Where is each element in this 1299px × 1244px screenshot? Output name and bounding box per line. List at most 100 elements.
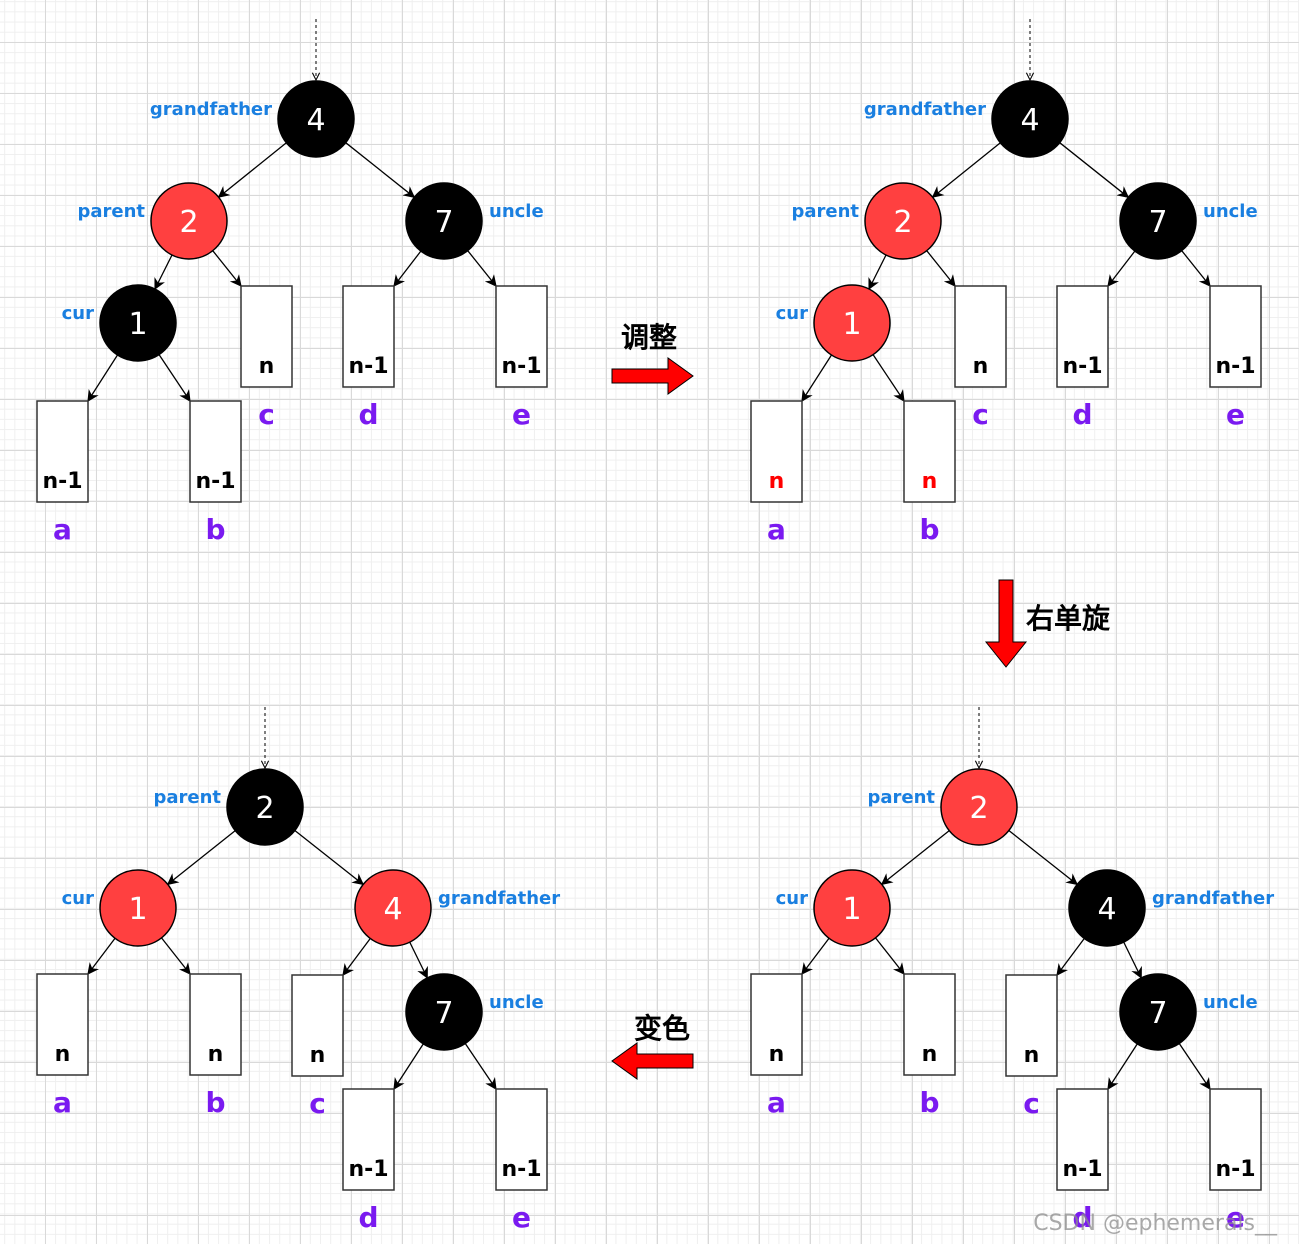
tree-node-7: 7 uncle — [1119, 182, 1258, 260]
subtree-box-d: n-1 d — [1056, 1088, 1109, 1234]
subtree-name-label: e — [1226, 1201, 1245, 1234]
node-value: 7 — [1148, 996, 1167, 1031]
tree-edge — [409, 941, 428, 979]
step-adjust: 调整 — [611, 321, 694, 395]
subtree-name-label: b — [205, 1086, 225, 1119]
role-label-cur: cur — [776, 303, 808, 324]
subtree-name-label: d — [1072, 1201, 1092, 1234]
tree-edge — [868, 254, 887, 291]
arrow-left-icon — [611, 1042, 694, 1080]
tree-edge — [87, 354, 119, 402]
subtree-box-a: na — [750, 973, 803, 1119]
tree-edge — [872, 354, 905, 402]
subtree-box-a: n-1a — [36, 400, 89, 546]
subtree-name-label: a — [53, 513, 72, 546]
black-node-circle — [226, 768, 304, 846]
role-label-parent: parent — [791, 201, 859, 222]
node-value: 2 — [893, 205, 912, 240]
tree-edge — [464, 1043, 497, 1090]
subtree-box-d: n-1d — [342, 285, 395, 431]
node-value: 7 — [434, 205, 453, 240]
node-value: 4 — [383, 892, 402, 927]
step-label: 变色 — [634, 1012, 690, 1045]
black-node-circle — [405, 973, 483, 1051]
tree-edge — [87, 937, 116, 975]
subtree-height-label: n — [922, 1042, 938, 1067]
black-node-circle — [991, 80, 1069, 158]
red-node-circle — [99, 869, 177, 947]
role-label-grandfather: grandfather — [438, 888, 560, 909]
tree-edge — [880, 830, 950, 886]
role-label-parent: parent — [153, 787, 221, 808]
tree-edge — [161, 937, 191, 975]
tree-edge — [393, 250, 422, 287]
tree-edge — [1181, 250, 1211, 287]
subtree-height-label: n — [769, 1042, 785, 1067]
tree-edge — [217, 142, 287, 198]
subtree-box-e: n-1 e — [1209, 1088, 1262, 1234]
subtree-box-e: n-1 e — [1209, 285, 1262, 431]
subtree-box-c: nc — [954, 285, 1007, 431]
subtree-box-d: n-1 d — [342, 1088, 395, 1234]
subtree-height-label: n-1 — [348, 1157, 388, 1182]
red-node-circle — [813, 284, 891, 362]
subtree-height-label: n-1 — [1062, 1157, 1102, 1182]
role-label-cur: cur — [62, 888, 94, 909]
tree-edge — [926, 250, 956, 287]
subtree-name-label: b — [919, 1086, 939, 1119]
node-value: 7 — [434, 996, 453, 1031]
subtree-box-a: na — [36, 973, 89, 1119]
step-recolor: 变色 — [611, 1012, 694, 1080]
tree-edge — [1008, 830, 1079, 886]
subtree-height-label: n-1 — [1215, 1157, 1255, 1182]
subtree-height-label: n-1 — [501, 354, 541, 379]
subtree-name-label: c — [309, 1087, 326, 1120]
subtree-height-label: n — [55, 1042, 71, 1067]
black-node-circle — [277, 80, 355, 158]
subtree-height-label: n-1 — [348, 354, 388, 379]
tree-edge — [166, 830, 236, 886]
subtree-box-e: n-1e — [495, 285, 548, 431]
subtree-name-label: e — [512, 1201, 531, 1234]
role-label-uncle: uncle — [1203, 201, 1258, 222]
node-value: 7 — [1148, 205, 1167, 240]
tree-edge — [1107, 250, 1136, 287]
subtree-height-label: n — [259, 354, 275, 379]
role-label-grandfather: grandfather — [1152, 888, 1274, 909]
black-node-circle — [1119, 182, 1197, 260]
step-label: 右单旋 — [1026, 602, 1110, 635]
step-rotate: 右单旋 — [984, 579, 1110, 668]
subtree-name-label: d — [358, 1201, 378, 1234]
tree-edge — [875, 937, 905, 975]
black-node-circle — [1119, 973, 1197, 1051]
subtree-height-label: n-1 — [1215, 354, 1255, 379]
tree-node-2: 2 parent — [791, 182, 942, 260]
red-node-circle — [813, 869, 891, 947]
subtree-height-label: n — [1024, 1043, 1040, 1068]
node-value: 4 — [1097, 892, 1116, 927]
subtree-name-label: c — [972, 398, 989, 431]
subtree-name-label: d — [1072, 398, 1092, 431]
watermark: CSDN @ephemerals__ — [1033, 1211, 1277, 1236]
role-label-cur: cur — [776, 888, 808, 909]
subtree-height-label: n — [208, 1042, 224, 1067]
tree-edge — [158, 354, 191, 402]
black-node-circle — [1068, 869, 1146, 947]
tree-edge — [1056, 938, 1085, 976]
subtree-name-label: e — [1226, 398, 1245, 431]
subtree-box-b: nb — [903, 400, 956, 546]
subtree-box-d: n-1d — [1056, 285, 1109, 431]
subtree-box-a: na — [750, 400, 803, 546]
subtree-height-label: n-1 — [195, 469, 235, 494]
